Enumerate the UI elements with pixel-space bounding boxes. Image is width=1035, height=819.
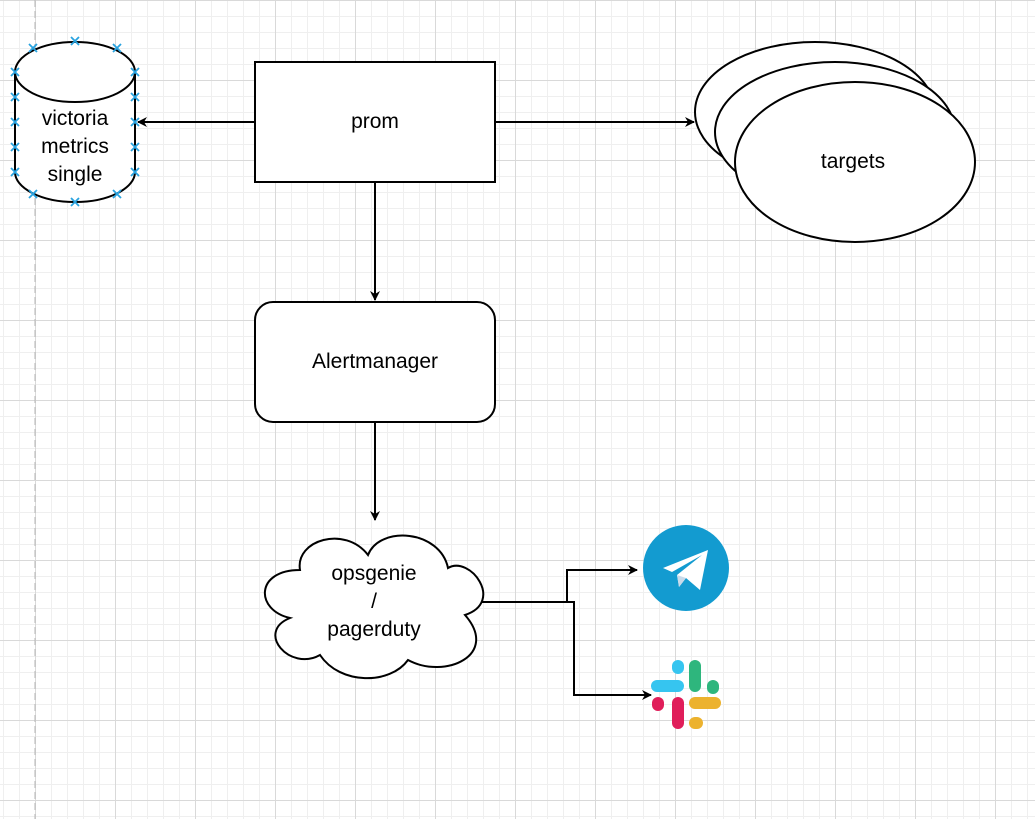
prom-label: prom — [351, 110, 399, 133]
resize-handle[interactable] — [112, 43, 122, 53]
prom-node[interactable]: prom — [254, 61, 496, 183]
resize-handle[interactable] — [130, 142, 140, 152]
database-label-line2: metrics — [41, 135, 109, 158]
cloud-label-line3: pagerduty — [327, 618, 421, 641]
alertmanager-label: Alertmanager — [312, 350, 438, 373]
slack-icon[interactable] — [651, 660, 721, 729]
resize-handle[interactable] — [130, 117, 140, 127]
resize-handle[interactable] — [130, 67, 140, 77]
resize-handle[interactable] — [130, 167, 140, 177]
cloud-label-line2: / — [371, 590, 377, 613]
resize-handle[interactable] — [70, 197, 80, 207]
database-node[interactable]: victoria metrics single — [14, 41, 136, 203]
telegram-icon[interactable] — [643, 525, 729, 611]
database-label-line3: single — [48, 163, 103, 186]
resize-handle[interactable] — [130, 92, 140, 102]
resize-handle[interactable] — [10, 167, 20, 177]
resize-handle[interactable] — [10, 92, 20, 102]
targets-label: targets — [821, 150, 885, 173]
database-label-line1: victoria — [42, 107, 109, 130]
resize-handle[interactable] — [28, 189, 38, 199]
resize-handle[interactable] — [10, 67, 20, 77]
resize-handle[interactable] — [10, 117, 20, 127]
resize-handle[interactable] — [28, 43, 38, 53]
edge-cloud-to-slack[interactable] — [467, 601, 652, 700]
edges — [137, 117, 695, 700]
targets-node[interactable]: targets — [694, 41, 976, 243]
resize-handle[interactable] — [10, 142, 20, 152]
resize-handle[interactable] — [112, 189, 122, 199]
cloud-label-line1: opsgenie — [331, 562, 416, 585]
cloud-node[interactable]: opsgenie / pagerduty — [263, 534, 485, 680]
edge-cloud-to-telegram[interactable] — [467, 565, 638, 603]
selection-handles[interactable] — [10, 36, 140, 207]
alertmanager-node[interactable]: Alertmanager — [254, 301, 496, 423]
resize-handle[interactable] — [70, 36, 80, 46]
